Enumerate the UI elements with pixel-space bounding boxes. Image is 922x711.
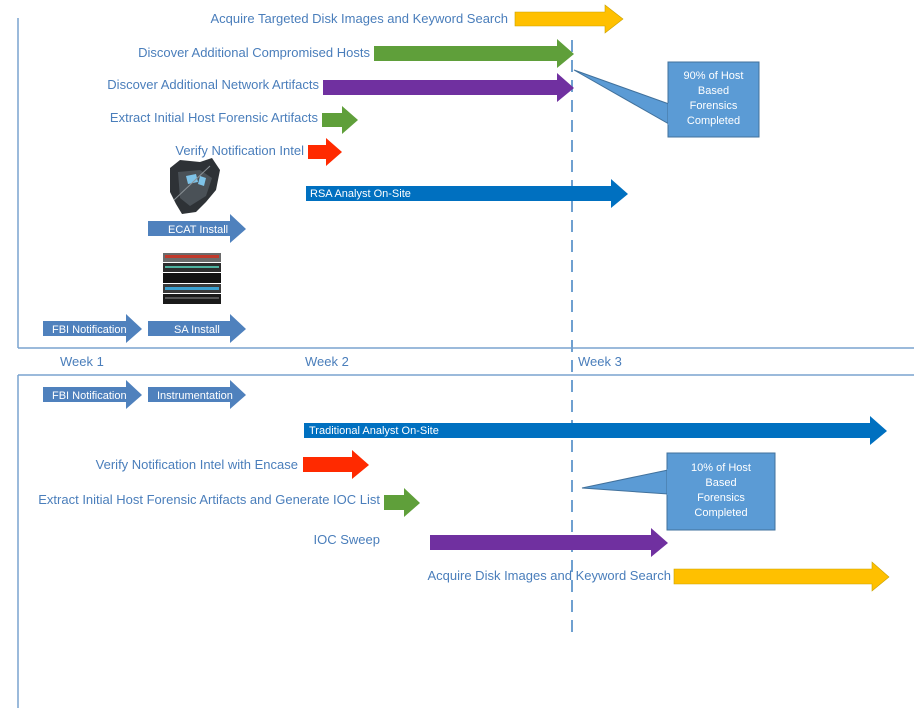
bottom-fbi-notification-label: FBI Notification (52, 390, 127, 402)
bottom-callout-line: Completed (694, 507, 748, 519)
top-callout (573, 61, 760, 138)
extract-initial-arrow (322, 106, 358, 134)
week-label-2: Week 2 (305, 354, 349, 369)
discover-hosts-label: Discover Additional Compromised Hosts (138, 45, 370, 60)
traditional-analyst-label: Traditional Analyst On-Site (309, 425, 439, 437)
ioc-sweep-arrow (430, 528, 668, 557)
rsa-analyst-arrow (306, 179, 628, 208)
top-fbi-notification-label: FBI Notification (52, 324, 127, 336)
bottom-callout-line: 10% of Host (691, 462, 751, 474)
week-label-1: Week 1 (60, 354, 104, 369)
discover-hosts-arrow (374, 39, 574, 68)
extract-ioc-label: Extract Initial Host Forensic Artifacts … (38, 492, 380, 507)
acquire-disk-label: Acquire Disk Images and Keyword Search (427, 568, 671, 583)
extract-initial-label: Extract Initial Host Forensic Artifacts (110, 110, 319, 125)
bottom-callout-line: Based (705, 477, 737, 489)
instrumentation-arrow (148, 380, 246, 409)
top-callout-line: 90% of Host (683, 70, 744, 82)
verify-intel-arrow (308, 138, 342, 166)
bottom-callout (581, 452, 776, 531)
bottom-callout-line: Forensics (697, 492, 745, 504)
verify-encase-arrow (303, 450, 369, 479)
rsa-analyst-label: RSA Analyst On-Site (310, 188, 411, 200)
traditional-analyst-arrow (304, 416, 887, 445)
top-callout-line: Forensics (689, 100, 738, 112)
top-callout-text: 90% of Host Based Forensics Completed (668, 69, 759, 129)
bottom-callout-text: 10% of Host Based Forensics Completed (667, 461, 775, 521)
discover-network-arrow (323, 73, 574, 102)
instrumentation-label: Instrumentation (157, 390, 233, 402)
verify-encase-label: Verify Notification Intel with Encase (96, 457, 298, 472)
extract-ioc-arrow (384, 488, 420, 517)
acquire-targeted-label: Acquire Targeted Disk Images and Keyword… (211, 11, 508, 26)
discover-network-label: Discover Additional Network Artifacts (107, 77, 319, 92)
acquire-targeted-arrow (514, 4, 624, 34)
bottom-fbi-notification-arrow (43, 380, 142, 409)
ecat-product-icon (170, 158, 220, 214)
top-callout-line: Based (697, 85, 730, 97)
acquire-disk-arrow (673, 561, 890, 592)
sa-install-label: SA Install (174, 324, 220, 336)
verify-intel-label: Verify Notification Intel (175, 143, 304, 158)
top-callout-line: Completed (686, 115, 741, 127)
sa-install-arrow (148, 314, 246, 343)
ecat-install-arrow (148, 214, 246, 243)
ioc-sweep-label: IOC Sweep (314, 532, 380, 547)
ecat-install-label: ECAT Install (168, 224, 228, 236)
sa-appliance-icon (163, 253, 221, 304)
week-label-3: Week 3 (578, 354, 622, 369)
top-fbi-notification-arrow (43, 314, 142, 343)
